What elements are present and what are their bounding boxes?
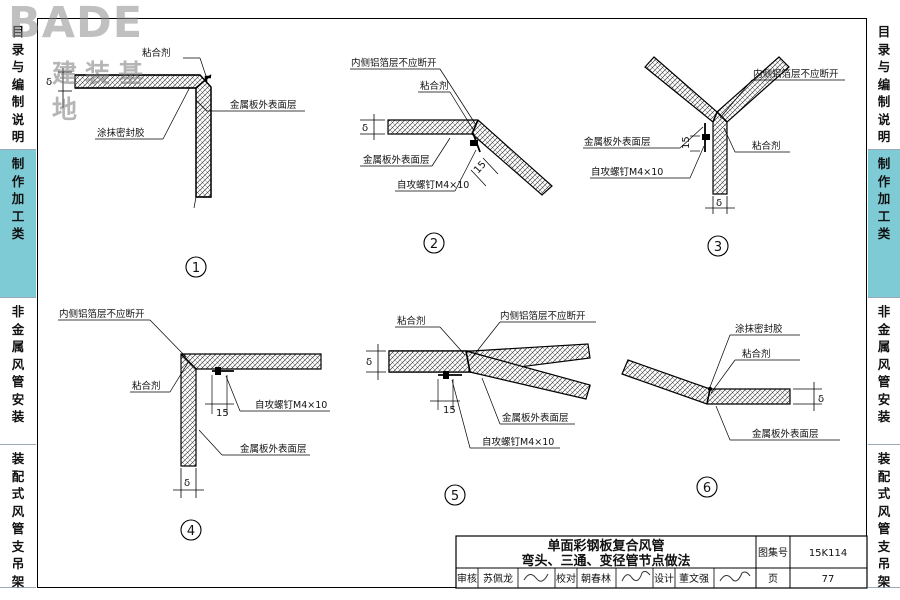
detail-3-outer-layer-label: 金属板外表面层 bbox=[584, 136, 651, 148]
detail-4-outer-layer-label: 金属板外表面层 bbox=[240, 443, 307, 455]
detail-2-screw-label: 自攻螺钉M4×10 bbox=[397, 179, 469, 191]
detail-1-dim: δ bbox=[46, 77, 52, 88]
left-tab-fabrication[interactable]: 制作加工类 bbox=[0, 150, 36, 298]
design-name: 董文强 bbox=[679, 572, 709, 585]
detail-4-dim: δ bbox=[184, 478, 190, 489]
left-tab-nonmetal-duct[interactable]: 非金属风管安装 bbox=[0, 298, 36, 445]
detail-2: δ 15 内侧铝箔层不应断开 粘合剂 金属板外表面层 自攻螺钉M4×10 2 bbox=[350, 57, 553, 254]
title-line-2: 弯头、三通、变径管节点做法 bbox=[521, 553, 690, 569]
atlas-number: 15K114 bbox=[809, 548, 847, 559]
review-signature bbox=[523, 573, 549, 582]
detail-4-dim2: 15 bbox=[216, 408, 229, 419]
detail-4-adhesive-label: 粘合剂 bbox=[132, 380, 161, 392]
detail-5-screw-label: 自攻螺钉M4×10 bbox=[482, 436, 554, 448]
detail-3: 15 δ 内侧铝箔层不应断开 金属板外表面层 自攻螺钉M4×10 粘合剂 3 bbox=[583, 56, 845, 257]
logo-brand-cn: 建装基地 bbox=[52, 59, 152, 124]
detail-3-inner-foil-label: 内侧铝箔层不应断开 bbox=[753, 68, 839, 80]
detail-5-adhesive-label: 粘合剂 bbox=[397, 315, 426, 327]
detail-6-dim: δ bbox=[818, 394, 824, 405]
detail-3-dim: δ bbox=[716, 198, 722, 209]
page-label: 页 bbox=[768, 573, 778, 585]
left-chapter-tabs: 目录与编制说明 制作加工类 非金属风管安装 装配式风管支吊架 bbox=[0, 18, 36, 589]
check-signature bbox=[621, 570, 651, 582]
detail-3-number: 3 bbox=[714, 240, 722, 255]
detail-2-number: 2 bbox=[430, 237, 438, 252]
drawing-frame bbox=[37, 18, 867, 588]
detail-4-number: 4 bbox=[187, 524, 195, 539]
detail-1: δ 金属板外表面层 涂抹密封胶 粘合剂 1 bbox=[46, 47, 305, 278]
detail-3-adhesive-label: 粘合剂 bbox=[752, 140, 781, 152]
logo-brand: BADE bbox=[8, 0, 144, 48]
bade-logo: BADE 建装基地 bbox=[2, 0, 177, 124]
detail-4-inner-foil-label: 内侧铝箔层不应断开 bbox=[59, 308, 145, 320]
check-label: 校对 bbox=[556, 572, 576, 585]
review-label: 审核 bbox=[457, 572, 477, 585]
design-label: 设计 bbox=[654, 572, 674, 585]
detail-3-dim2: 15 bbox=[681, 136, 692, 149]
atlas-label: 图集号 bbox=[758, 546, 788, 559]
left-tab-contents[interactable]: 目录与编制说明 bbox=[0, 18, 36, 150]
title-block: 单面彩钢板复合风管 弯头、三通、变径管节点做法 图集号 15K114 页 77 … bbox=[455, 535, 868, 589]
detail-6-panel bbox=[621, 359, 791, 405]
title-line-1: 单面彩钢板复合风管 bbox=[547, 538, 664, 554]
detail-6-outer-layer-label: 金属板外表面层 bbox=[752, 428, 819, 440]
right-tab-nonmetal-duct[interactable]: 非金属风管安装 bbox=[868, 298, 900, 445]
page-number: 77 bbox=[822, 574, 835, 585]
detail-5-number: 5 bbox=[451, 489, 459, 504]
detail-1-adhesive-label: 粘合剂 bbox=[142, 47, 171, 59]
detail-5-inner-foil-label: 内侧铝箔层不应断开 bbox=[500, 310, 586, 322]
right-chapter-tabs: 目录与编制说明 制作加工类 非金属风管安装 装配式风管支吊架 bbox=[868, 18, 900, 589]
detail-5: δ 15 粘合剂 内侧铝箔层不应断开 金属板外表面层 自攻螺钉M4×10 5 bbox=[366, 310, 596, 506]
detail-1-sealant-label: 涂抹密封胶 bbox=[97, 127, 145, 139]
detail-5-dim: δ bbox=[366, 357, 372, 368]
detail-4-screw-label: 自攻螺钉M4×10 bbox=[255, 399, 327, 411]
detail-1-outer-layer-label: 金属板外表面层 bbox=[230, 99, 297, 111]
right-tab-fabrication[interactable]: 制作加工类 bbox=[868, 150, 900, 298]
left-tab-supports[interactable]: 装配式风管支吊架 bbox=[0, 445, 36, 589]
detail-5-outer-layer-label: 金属板外表面层 bbox=[502, 412, 569, 424]
detail-6-sealant-label: 涂抹密封胶 bbox=[735, 323, 783, 335]
design-signature bbox=[719, 571, 751, 582]
detail-3-screw-label: 自攻螺钉M4×10 bbox=[591, 166, 663, 178]
detail-1-number: 1 bbox=[192, 261, 200, 276]
check-name: 朝春林 bbox=[581, 572, 611, 585]
detail-5-dim2: 15 bbox=[443, 405, 456, 416]
detail-6-adhesive-label: 粘合剂 bbox=[742, 348, 771, 360]
review-name: 苏佩龙 bbox=[483, 572, 513, 585]
detail-6: δ 涂抹密封胶 粘合剂 金属板外表面层 6 bbox=[621, 323, 840, 498]
detail-4: 15 δ 内侧铝箔层不应断开 粘合剂 自攻螺钉M4×10 金属板外表面层 4 bbox=[58, 308, 330, 541]
detail-2-outer-layer-label: 金属板外表面层 bbox=[363, 154, 430, 166]
detail-2-dim: δ bbox=[362, 123, 368, 134]
detail-6-number: 6 bbox=[703, 481, 711, 496]
right-tab-contents[interactable]: 目录与编制说明 bbox=[868, 18, 900, 150]
detail-2-inner-foil-label: 内侧铝箔层不应断开 bbox=[351, 57, 437, 69]
detail-2-adhesive-label: 粘合剂 bbox=[420, 80, 449, 92]
right-tab-supports[interactable]: 装配式风管支吊架 bbox=[868, 445, 900, 589]
